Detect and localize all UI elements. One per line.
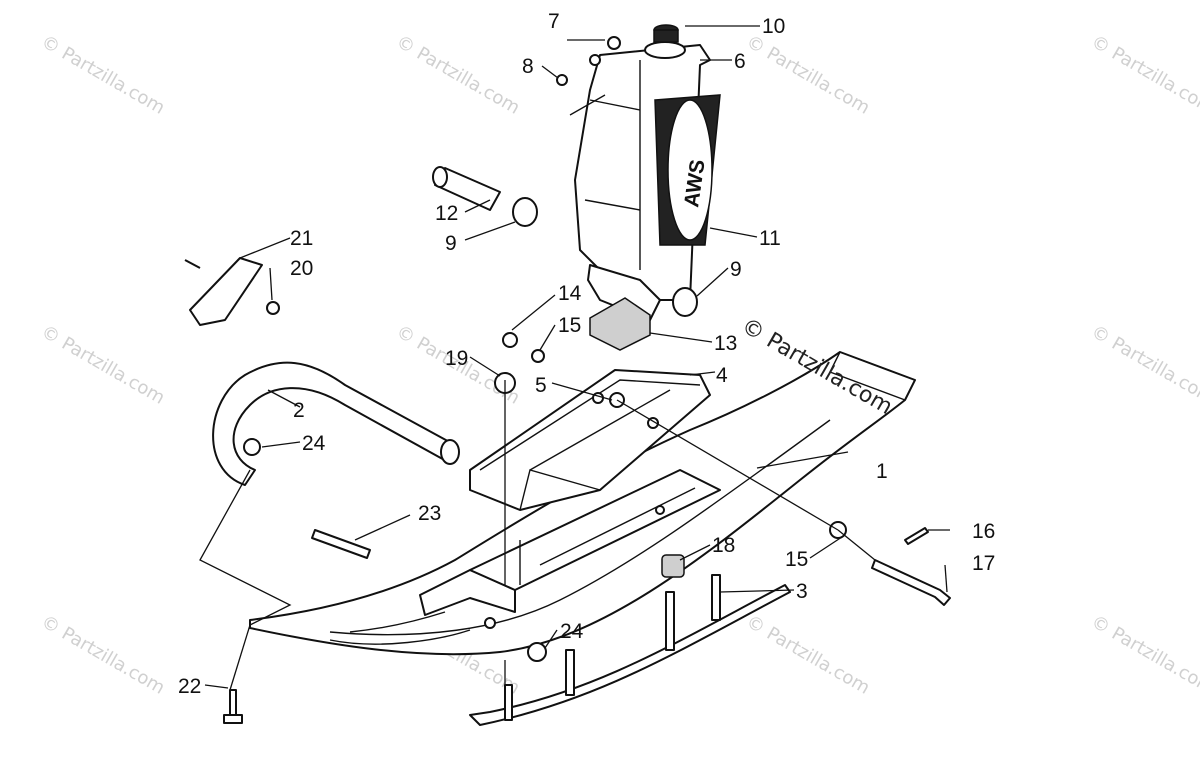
washer: [607, 36, 621, 50]
callout-4: 4: [716, 364, 728, 387]
pin-16: [904, 527, 929, 545]
callout-19: 19: [445, 347, 468, 370]
watermark: © Partzilla.com: [1088, 321, 1200, 409]
bushing: [672, 287, 698, 317]
callout-22: 22: [178, 675, 201, 698]
watermark: © Partzilla.com: [1088, 31, 1200, 119]
callout-15-upper: 15: [558, 314, 581, 337]
callout-24-lower: 24: [560, 620, 584, 643]
callout-21: 21: [290, 227, 313, 250]
watermark: © Partzilla.com: [393, 31, 524, 119]
callout-9-bushing-left: 9: [445, 232, 457, 255]
callout-7: 7: [548, 10, 560, 33]
bolt-17: [871, 559, 951, 606]
callout-6: 6: [734, 50, 746, 73]
callout-14: 14: [558, 282, 582, 305]
cap: [653, 24, 679, 43]
callout-20: 20: [290, 257, 313, 280]
callout-16: 16: [972, 520, 995, 543]
pin-end: [432, 166, 448, 188]
callout-17: 17: [972, 552, 995, 575]
watermark: © Partzilla.com: [1088, 611, 1200, 699]
callout-23: 23: [418, 502, 441, 525]
callout-13: 13: [714, 332, 737, 355]
ski-hole: [484, 617, 496, 629]
loop-end: [440, 439, 460, 465]
washer: [589, 54, 601, 66]
washer: [531, 349, 545, 363]
bushing: [512, 197, 538, 227]
callout-3: 3: [796, 580, 808, 603]
callout-12: 12: [435, 202, 458, 225]
pin: [432, 166, 501, 211]
watermark: © Partzilla.com: [38, 611, 169, 699]
leader-lines: [204, 25, 950, 689]
callout-15-lower: 15: [785, 548, 808, 571]
rubber-block: [589, 297, 651, 351]
ski-hole: [655, 505, 665, 515]
callout-5: 5: [535, 374, 547, 397]
nut: [266, 301, 280, 315]
small-bracket: [184, 257, 280, 326]
rubber-spacer: [661, 554, 685, 578]
callout-24-upper: 24: [302, 432, 326, 455]
bolt-23: [311, 529, 371, 559]
nut: [527, 642, 547, 662]
watermark: © Partzilla.com: [38, 31, 169, 119]
callout-18: 18: [712, 534, 735, 557]
watermark: © Partzilla.com: [743, 611, 874, 699]
bolt-22: [229, 689, 237, 719]
callout-10: 10: [762, 15, 785, 38]
nut: [502, 332, 518, 348]
bolt-22-head: [223, 714, 243, 724]
aws-decal: AWS: [654, 94, 721, 246]
nut: [243, 438, 261, 456]
callout-1: 1: [876, 460, 888, 483]
wear-bar: [469, 574, 791, 726]
saddle-hole: [647, 417, 659, 429]
ski: [249, 351, 916, 656]
cap-body: [653, 29, 679, 43]
watermark: © Partzilla.com: [38, 321, 169, 409]
grease-fitting: [556, 74, 568, 86]
callout-2: 2: [293, 399, 305, 422]
callout-9-bushing-right: 9: [730, 258, 742, 281]
watermark: © Partzilla.com: [743, 31, 874, 119]
spindle-top: [644, 41, 686, 59]
assembly-lines: [199, 94, 876, 715]
callout-8: 8: [522, 55, 534, 78]
ski-loop: [212, 361, 460, 486]
ski-saddle: [469, 369, 711, 511]
callout-11: 11: [759, 227, 781, 250]
callouts: 1 2 3 4 5 6 7 8 9 9 10 11 12 13 14 15 15…: [178, 10, 995, 698]
